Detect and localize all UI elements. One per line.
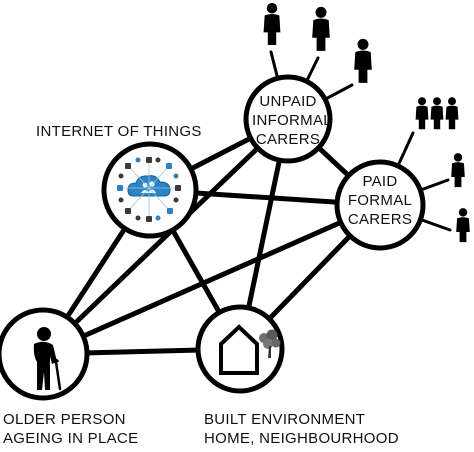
unpaid-carers-label: UNPAID INFORMAL CARERS bbox=[252, 92, 332, 149]
house-icon bbox=[219, 324, 259, 375]
older-label-line2: AGEING IN PLACE bbox=[3, 430, 139, 447]
person-icon bbox=[456, 208, 470, 243]
unpaid-label-line3: CARERS bbox=[255, 131, 321, 148]
built-label-line2: HOME, NEIGHBOURHOOD bbox=[204, 430, 399, 447]
person-icon bbox=[263, 2, 281, 45]
paid-label-line3: CARERS bbox=[347, 211, 413, 228]
link-unpaid-older bbox=[40, 116, 291, 357]
person-icon bbox=[354, 38, 372, 83]
group-of-three-people-icon bbox=[415, 97, 459, 130]
unpaid-label-line1: UNPAID bbox=[259, 93, 317, 110]
iot-cluster-icon bbox=[117, 157, 181, 222]
device-ring bbox=[120, 160, 178, 219]
device-icons bbox=[117, 157, 181, 222]
older-label-line1: OLDER PERSON bbox=[3, 411, 126, 428]
paid-label-line2: FORMAL bbox=[347, 192, 413, 209]
iot-label: INTERNET OF THINGS bbox=[36, 123, 202, 140]
tree-icon bbox=[259, 329, 281, 358]
node-paid-formal-carers bbox=[334, 159, 426, 251]
elderly-person-with-cane-icon bbox=[33, 327, 62, 391]
older-person-label: OLDER PERSON AGEING IN PLACE bbox=[3, 410, 138, 448]
unpaid-carer-figures bbox=[263, 2, 372, 83]
built-label-line1: BUILT ENVIRONMENT bbox=[204, 411, 366, 428]
person-icon bbox=[451, 153, 465, 188]
link-paid-older bbox=[40, 202, 383, 357]
paid-carers-label: PAID FORMAL CARERS bbox=[344, 172, 416, 229]
person-icon bbox=[312, 6, 330, 51]
unpaid-label-line2: INFORMAL bbox=[252, 112, 332, 129]
node-unpaid-carers bbox=[243, 74, 333, 164]
paid-label-line1: PAID bbox=[362, 173, 398, 190]
built-environment-label: BUILT ENVIRONMENT HOME, NEIGHBOURHOOD bbox=[204, 410, 399, 448]
